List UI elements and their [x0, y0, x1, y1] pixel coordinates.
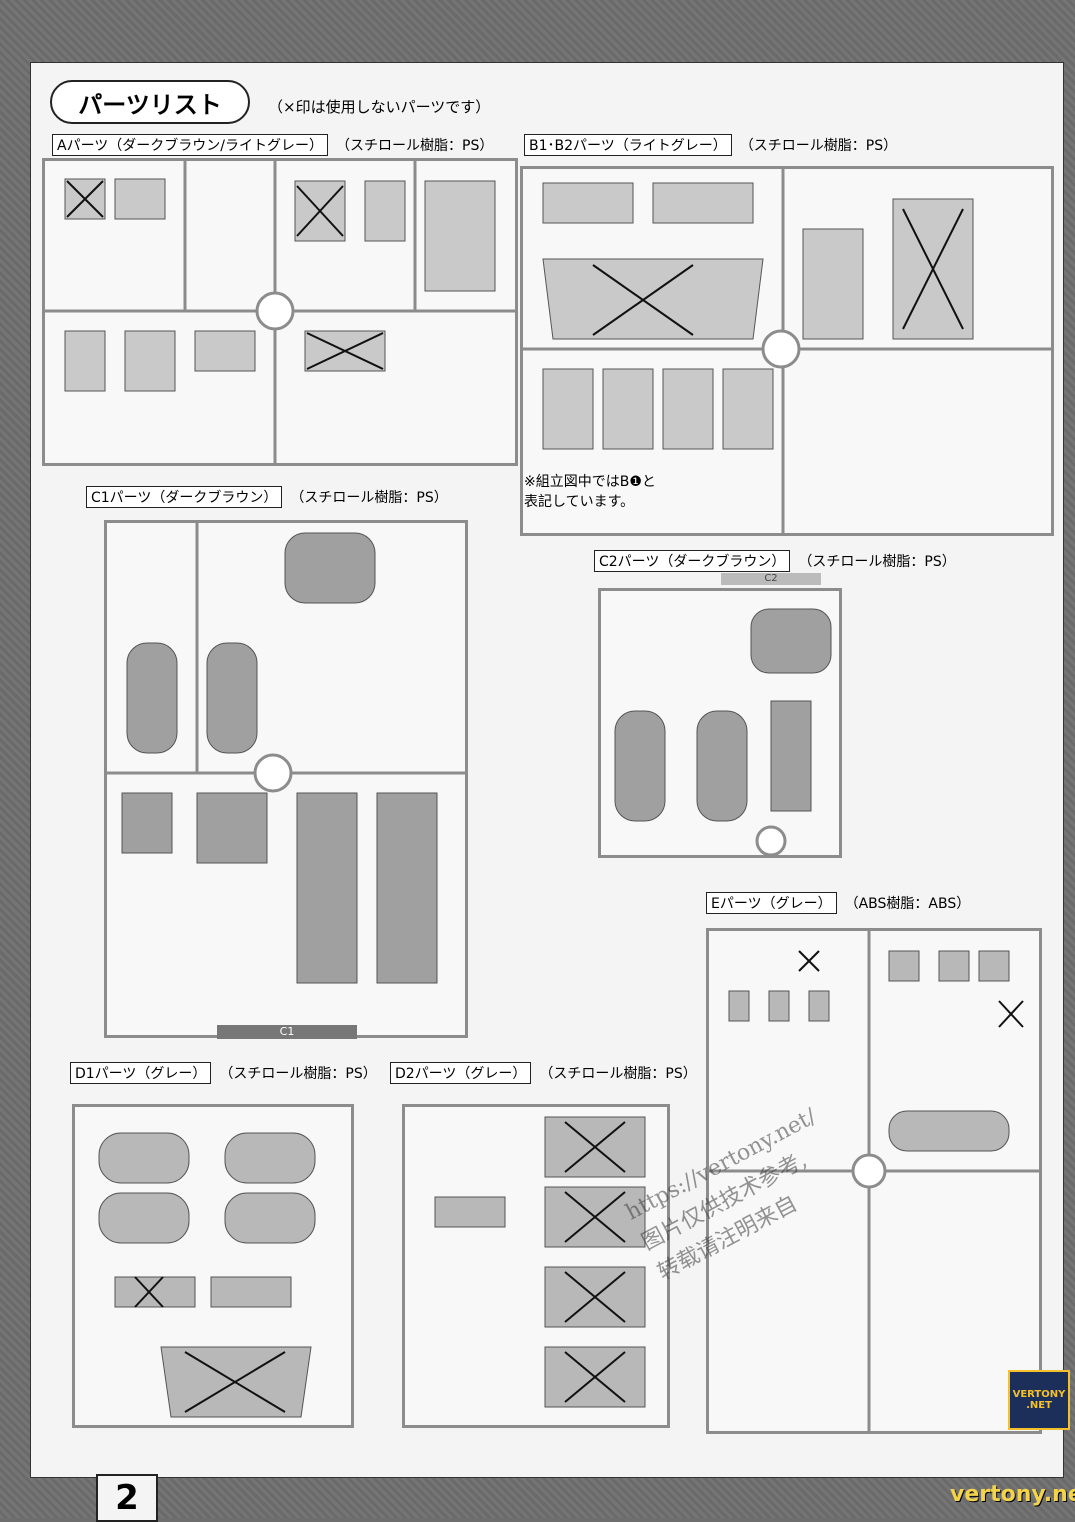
c1-sprue-tag: C1 — [217, 1025, 357, 1039]
b-part-remark: ※組立図中ではB❶と表記しています。 — [524, 474, 656, 510]
sprue-d2-drawing — [434, 1116, 646, 1408]
sprue-d2 — [402, 1104, 670, 1428]
section-b-label: B1･B2パーツ（ライトグレー）（スチロール樹脂：PS） — [524, 134, 897, 156]
page-number: 2 — [96, 1474, 158, 1522]
section-a-label: Aパーツ（ダークブラウン/ライトグレー）（スチロール樹脂：PS） — [52, 134, 493, 156]
sprue-c1-drawing — [107, 523, 465, 984]
vertony-logo: VERTONY.NET — [1008, 1370, 1070, 1430]
section-c2-label: C2パーツ（ダークブラウン）（スチロール樹脂：PS） — [594, 550, 956, 572]
site-watermark: vertony.net — [950, 1482, 1075, 1507]
sprue-b-drawing — [523, 169, 1051, 533]
section-e-label: Eパーツ（グレー）（ABS樹脂：ABS） — [706, 892, 970, 914]
sprue-a — [42, 158, 518, 466]
section-d2-label: D2パーツ（グレー）（スチロール樹脂：PS） — [390, 1062, 697, 1084]
section-d1-label: D1パーツ（グレー）（スチロール樹脂：PS） — [70, 1062, 377, 1084]
sprue-e-drawing — [709, 931, 1039, 1431]
page-title: パーツリスト — [50, 80, 250, 124]
sprue-c2: C2 — [598, 573, 842, 858]
sprue-c1: C1 — [104, 520, 468, 1039]
sprue-d1-drawing — [98, 1132, 316, 1418]
sprue-d1 — [72, 1104, 354, 1428]
section-c1-label: C1パーツ（ダークブラウン）（スチロール樹脂：PS） — [86, 486, 448, 508]
c2-sprue-tag: C2 — [721, 573, 821, 585]
sprue-e — [706, 928, 1042, 1434]
sprue-c2-drawing — [614, 608, 832, 855]
sprue-a-drawing — [45, 161, 515, 463]
unused-parts-note: （×印は使用しないパーツです） — [268, 98, 491, 116]
sprue-b — [520, 166, 1054, 536]
